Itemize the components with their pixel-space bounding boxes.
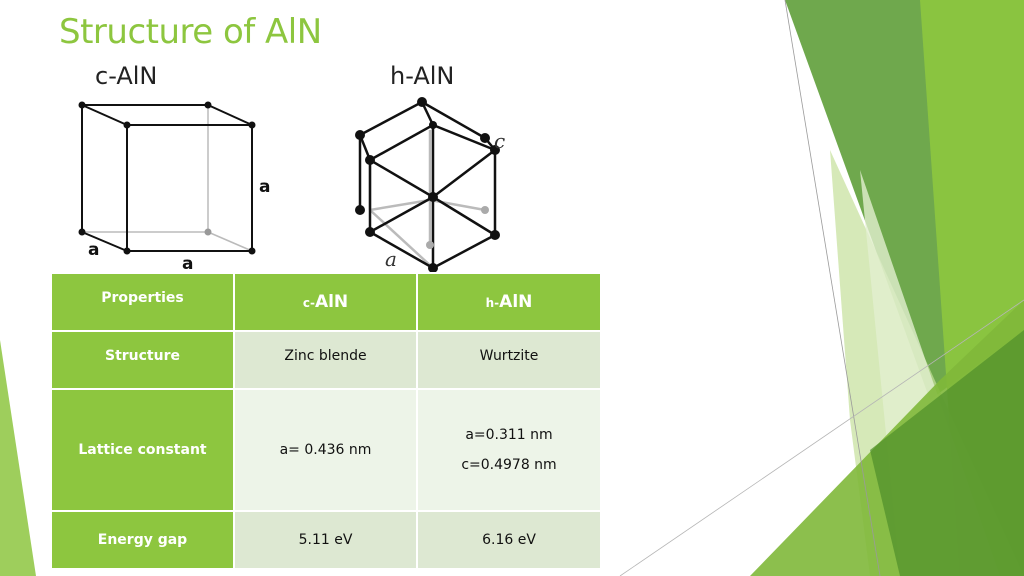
- header-hex-main: AlN: [499, 292, 533, 312]
- cubic-label-a-width: a: [182, 254, 193, 274]
- cubic-cell-diagram: a a a: [78, 101, 270, 274]
- header-hex: h-AlN: [416, 272, 602, 332]
- header-hex-prefix: h-: [485, 296, 500, 310]
- hex-structure: Wurtzite: [416, 330, 602, 390]
- hex-heading: h-AlN: [390, 62, 455, 90]
- hex-lattice-a: a=0.311 nm: [465, 427, 553, 443]
- hex-energy-gap: 6.16 eV: [416, 510, 602, 570]
- slide-title: Structure of AlN: [59, 12, 322, 52]
- cubic-energy-gap: 5.11 eV: [233, 510, 418, 570]
- cubic-visible-edges: [81, 104, 253, 252]
- hex-lattice-c: c=0.4978 nm: [461, 457, 557, 473]
- cubic-lattice: a= 0.436 nm: [233, 388, 418, 512]
- row-label-energy-gap: Energy gap: [50, 510, 235, 570]
- table-header-row: Properties c-AlN h-AlN: [50, 272, 602, 332]
- hex-lattice: a=0.311 nm c=0.4978 nm: [416, 388, 602, 512]
- cubic-label-a-depth: a: [88, 240, 99, 260]
- table-row: Energy gap 5.11 eV 6.16 eV: [50, 510, 602, 570]
- cubic-label-a-height: a: [259, 177, 270, 197]
- hex-label-c: c: [494, 129, 505, 153]
- header-properties: Properties: [50, 272, 235, 332]
- left-green-shard: [0, 340, 36, 576]
- cubic-heading: c-AlN: [95, 62, 158, 90]
- cubic-structure: Zinc blende: [233, 330, 418, 390]
- cubic-atoms: [78, 101, 256, 255]
- hex-atoms: [355, 97, 500, 273]
- hexagonal-cell-diagram: c a: [355, 97, 505, 273]
- properties-table: Properties c-AlN h-AlN Structure Zinc bl…: [50, 272, 602, 570]
- cubic-hidden-edges: [82, 105, 253, 252]
- hex-label-a: a: [385, 247, 397, 271]
- deco-line-1: [784, 0, 881, 576]
- row-label-lattice: Lattice constant: [50, 388, 235, 512]
- table-row: Structure Zinc blende Wurtzite: [50, 330, 602, 390]
- deep-green-shard: [870, 330, 1024, 576]
- deco-line-2: [619, 299, 1024, 576]
- header-cubic: c-AlN: [233, 272, 418, 332]
- header-cubic-main: AlN: [314, 292, 349, 312]
- header-cubic-prefix: c-: [302, 296, 315, 310]
- table-row: Lattice constant a= 0.436 nm a=0.311 nm …: [50, 388, 602, 512]
- row-label-structure: Structure: [50, 330, 235, 390]
- hex-hidden-edges: [368, 130, 486, 269]
